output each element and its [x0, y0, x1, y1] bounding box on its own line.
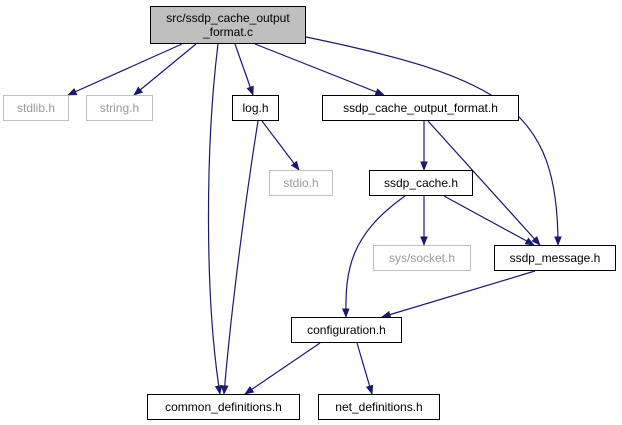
- edge-config-to-common: [244, 342, 321, 395]
- edge-cache-to-config: [341, 195, 406, 318]
- node-label: log.h: [242, 101, 269, 115]
- node-ssdp-cache-h[interactable]: ssdp_cache.h: [369, 170, 473, 196]
- node-root-file[interactable]: src/ssdp_cache_output _format.c: [150, 6, 306, 44]
- edge-root-to-stdlib: [67, 43, 183, 96]
- node-net-definitions-h[interactable]: net_definitions.h: [318, 394, 440, 420]
- edge-root-to-common: [207, 43, 223, 395]
- node-log-h[interactable]: log.h: [232, 95, 279, 121]
- node-label: stdlib.h: [16, 101, 56, 115]
- node-sys-socket-h: sys/socket.h: [373, 245, 471, 271]
- node-label: common_definitions.h: [165, 400, 282, 414]
- node-label: ssdp_cache.h: [383, 176, 459, 190]
- node-label: ssdp_message.h: [509, 251, 601, 265]
- node-stdlib-h: stdlib.h: [3, 95, 69, 121]
- edge-config-to-net: [356, 342, 374, 395]
- node-label: configuration.h: [307, 323, 386, 337]
- node-label: sys/socket.h: [388, 251, 456, 265]
- node-label: stdio.h: [283, 176, 319, 190]
- edge-log-to-common: [220, 120, 259, 395]
- edge-root-to-message: [305, 36, 562, 246]
- node-label: string.h: [99, 101, 140, 115]
- edge-log-to-stdio: [261, 120, 300, 171]
- node-label: net_definitions.h: [335, 400, 423, 414]
- node-ssdp-message-h[interactable]: ssdp_message.h: [494, 245, 616, 271]
- edge-scof-to-message: [427, 120, 541, 246]
- node-stdio-h: stdio.h: [269, 170, 333, 196]
- node-label: _format.c: [202, 25, 253, 39]
- node-configuration-h[interactable]: configuration.h: [291, 317, 402, 343]
- edge-root-to-string: [133, 43, 197, 96]
- node-label: src/ssdp_cache_output: [166, 11, 290, 25]
- edge-root-to-scof: [254, 43, 385, 96]
- edge-message-to-config: [381, 270, 536, 319]
- edge-root-to-log: [234, 43, 254, 96]
- node-label: ssdp_cache_output_format.h: [343, 101, 498, 115]
- node-string-h: string.h: [86, 95, 153, 121]
- node-common-definitions-h[interactable]: common_definitions.h: [147, 394, 300, 420]
- edge-cache-to-message: [443, 195, 535, 246]
- node-ssdp-cache-output-format-h[interactable]: ssdp_cache_output_format.h: [322, 95, 519, 121]
